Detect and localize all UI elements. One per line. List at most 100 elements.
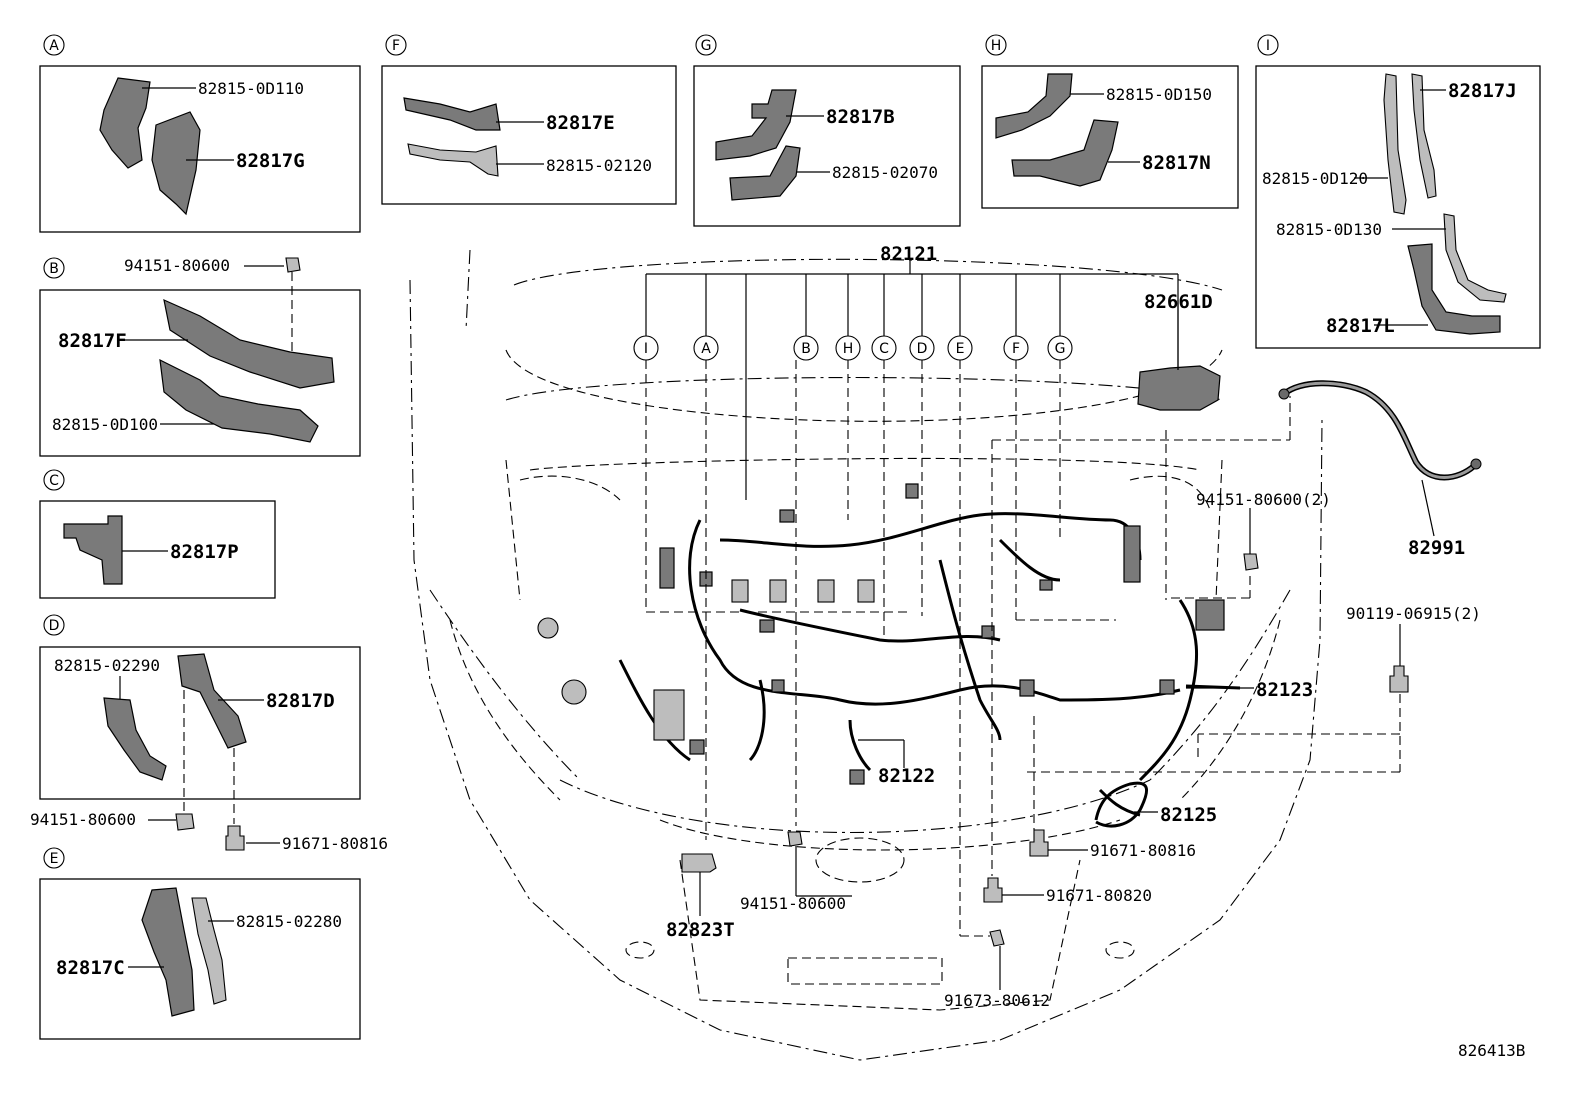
- bolt-icon: [989, 929, 1005, 947]
- harness-letter: A: [701, 341, 711, 357]
- bracket-82815-0d100: [159, 358, 319, 443]
- bracket-82817c: [141, 887, 195, 1017]
- bolt-icon: [983, 877, 1003, 903]
- bracket-82817n: [1011, 119, 1119, 187]
- section-e: E 82815-02280 82817C: [39, 847, 361, 1040]
- bracket-82817g: [151, 111, 201, 216]
- part-label: 82991: [1408, 537, 1465, 559]
- part-label: 82815-0D120: [1262, 169, 1368, 188]
- main-part-labels: 82121 82661D 82991 94151-80600(2) 90119-…: [666, 243, 1481, 1010]
- part-label: 94151-80600: [740, 894, 846, 913]
- section-a-letter: A: [49, 38, 59, 54]
- bolt-icon: [1029, 829, 1049, 857]
- harness-marker-f: [1003, 335, 1029, 361]
- harness-marker-i: [633, 335, 659, 361]
- bracket-82815-02280: [191, 897, 227, 1005]
- section-f-letter: F: [392, 38, 400, 54]
- bolt-icon: [225, 825, 245, 851]
- section-c: C 82817P: [39, 469, 276, 599]
- part-label: 82817L: [1326, 315, 1395, 337]
- nut-icon: [285, 257, 301, 273]
- section-a-marker: [43, 34, 65, 56]
- part-label: 82817B: [826, 106, 895, 128]
- bracket-82815-02070: [729, 145, 801, 201]
- part-label: 82817G: [236, 150, 305, 172]
- section-i: I 82817J 82815-0D120 82815-0D130 82817L: [1255, 34, 1541, 349]
- part-label: 94151-80600: [124, 256, 230, 275]
- section-h-box: [981, 65, 1239, 209]
- engine-bay-outline: [409, 249, 1323, 1061]
- section-g-letter: G: [701, 38, 712, 54]
- harness-letter: D: [917, 341, 928, 357]
- part-label: 82815-02070: [832, 163, 938, 182]
- harness-marker-a: [693, 335, 719, 361]
- nut-icon: [1243, 553, 1259, 571]
- section-e-box: [39, 878, 361, 1040]
- harness-82125: [1094, 781, 1149, 828]
- part-label: 82817C: [56, 957, 125, 979]
- nut-icon: [787, 831, 803, 847]
- bracket-82817b: [715, 89, 797, 161]
- section-c-box: [39, 500, 276, 599]
- section-i-box: [1255, 65, 1541, 349]
- component-82661d: [1137, 365, 1221, 411]
- section-f: F 82817E 82815-02120: [381, 34, 677, 205]
- section-a: A 82815-0D110 82817G: [39, 34, 361, 233]
- section-c-marker: [43, 469, 65, 491]
- section-f-marker: [385, 34, 407, 56]
- bracket-82815-0d150: [995, 73, 1073, 139]
- part-label: 82123: [1256, 679, 1313, 701]
- harness-markers: I A B H C D E F G: [633, 335, 1073, 361]
- bracket-82817d: [177, 653, 247, 749]
- section-e-letter: E: [50, 851, 59, 867]
- section-d-box: [39, 646, 361, 800]
- harness-marker-g: [1047, 335, 1073, 361]
- section-g-box: [693, 65, 961, 227]
- harness-letter: I: [644, 341, 648, 357]
- harness-letter: H: [843, 341, 854, 357]
- section-b: B 94151-80600 82817F 82815-0D100: [39, 256, 361, 457]
- nut-icon: [175, 813, 195, 831]
- section-h-letter: H: [991, 38, 1002, 54]
- harness-marker-c: [871, 335, 897, 361]
- section-g-marker: [695, 34, 717, 56]
- bracket-82817l: [1407, 243, 1501, 335]
- section-f-box: [381, 65, 677, 205]
- component-82823t: [681, 853, 717, 873]
- part-label: 91671-80816: [1090, 841, 1196, 860]
- section-h: H 82815-0D150 82817N: [981, 34, 1239, 209]
- bracket-82815-0d110: [99, 77, 151, 169]
- harness-letter: E: [956, 341, 965, 357]
- harness-letter: G: [1055, 341, 1066, 357]
- section-h-marker: [985, 34, 1007, 56]
- part-label: 90119-06915(2): [1346, 604, 1481, 623]
- bracket-82817j: [1411, 73, 1437, 199]
- bracket-82815-0d120: [1383, 73, 1407, 215]
- part-label: 94151-80600: [30, 810, 136, 829]
- part-label: 82817E: [546, 112, 615, 134]
- bracket-82817e: [403, 97, 501, 131]
- section-b-letter: B: [49, 261, 59, 277]
- section-b-box: [39, 289, 361, 457]
- part-label: 82817P: [170, 541, 239, 563]
- part-label: 82817D: [266, 690, 335, 712]
- section-e-marker: [43, 847, 65, 869]
- section-a-box: [39, 65, 361, 233]
- section-c-letter: C: [49, 473, 59, 489]
- main-callout-lines: [645, 260, 1435, 990]
- wire-harness-82121: [537, 483, 1225, 817]
- cable-82991: [1282, 380, 1476, 481]
- section-d-letter: D: [49, 618, 60, 634]
- bracket-82815-0d130: [1443, 213, 1507, 303]
- bracket-82815-02290: [103, 697, 167, 781]
- harness-letter: F: [1012, 341, 1020, 357]
- section-i-letter: I: [1266, 38, 1270, 54]
- part-label: 82817N: [1142, 152, 1211, 174]
- part-label: 82661D: [1144, 291, 1213, 313]
- part-label: 82823T: [666, 919, 735, 941]
- bolt-icon: [1389, 665, 1409, 693]
- part-label: 82815-02290: [54, 656, 160, 675]
- bracket-82817f: [163, 298, 335, 389]
- part-label: 82815-0D100: [52, 415, 158, 434]
